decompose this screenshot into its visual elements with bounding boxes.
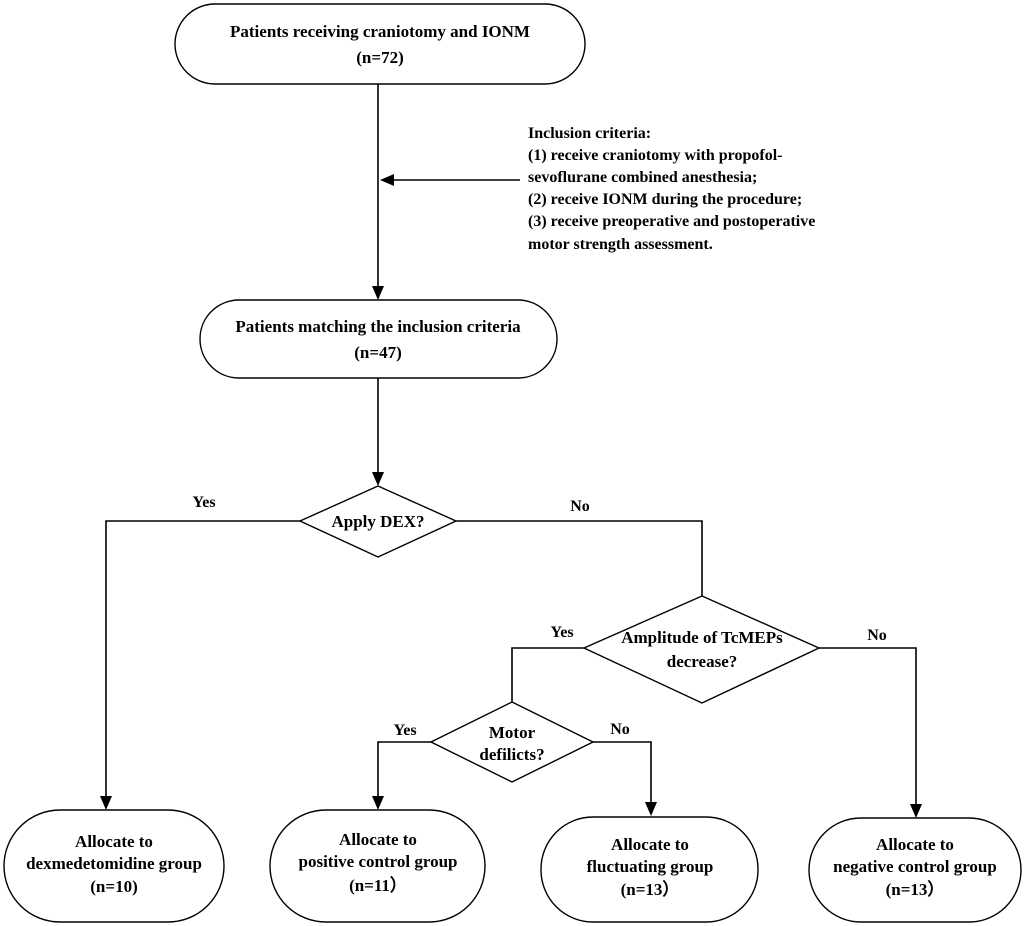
label-motor-yes: Yes (393, 722, 416, 739)
label-dex-yes: Yes (192, 494, 215, 511)
edge-dex-no (456, 520, 703, 596)
edge-tcmep-no (819, 647, 917, 806)
group-negative-line1: Allocate to (876, 835, 954, 854)
decision-motor-line2: defilicts? (479, 745, 544, 764)
inclusion-line4: (3) receive preoperative and postoperati… (528, 213, 815, 230)
arrowhead-group-fluctuating (645, 802, 657, 816)
decision-tcmep-decrease: Amplitude of TcMEPs decrease? (582, 595, 821, 704)
group-fluctuating-line3: (n=13） (621, 879, 680, 899)
arrowhead-group-positive (372, 796, 384, 810)
decision-motor-deficits: Motor defilicts? (429, 701, 595, 783)
matched-node-line2: (n=47) (354, 343, 401, 362)
group-positive-line2: positive control group (299, 852, 458, 871)
edge-dex-yes (105, 520, 300, 798)
arrowhead-dex (372, 472, 384, 486)
group-positive-line3: (n=11） (349, 875, 407, 895)
group-dex-line2: dexmedetomidine group (26, 854, 202, 873)
decision-tcmep-line1: Amplitude of TcMEPs (621, 628, 783, 647)
group-positive-line1: Allocate to (339, 830, 417, 849)
start-node-line2: (n=72) (356, 48, 403, 67)
edge-tcmep-yes (511, 647, 584, 702)
group-dex-line3: (n=10) (90, 877, 137, 896)
group-negative-line2: negative control group (833, 857, 997, 876)
group-fluctuating-line1: Allocate to (611, 835, 689, 854)
start-node: Patients receiving craniotomy and IONM (… (174, 3, 586, 85)
inclusion-line1: (1) receive craniotomy with propofol- (528, 147, 782, 164)
decision-apply-dex-label: Apply DEX? (331, 512, 424, 531)
inclusion-criteria-text: Inclusion criteria: (1) receive cranioto… (528, 125, 815, 253)
arrowhead-inclusion (380, 174, 394, 186)
decision-tcmep-line2: decrease? (667, 652, 738, 671)
inclusion-line3: (2) receive IONM during the procedure; (528, 191, 802, 208)
arrowhead-group-negative (910, 804, 922, 818)
group-fluctuating: Allocate to fluctuating group (n=13） (540, 816, 759, 923)
group-fluctuating-line2: fluctuating group (587, 857, 714, 876)
inclusion-line2: sevoflurane combined anesthesia; (528, 169, 757, 186)
group-dex-line1: Allocate to (75, 832, 153, 851)
label-motor-no: No (610, 721, 630, 738)
group-dexmedetomidine: Allocate to dexmedetomidine group (n=10) (3, 809, 225, 923)
arrowhead-matched (372, 286, 384, 300)
edge-motor-no (593, 741, 652, 804)
inclusion-title: Inclusion criteria: (528, 125, 651, 142)
decision-apply-dex: Apply DEX? (298, 485, 458, 558)
inclusion-line5: motor strength assessment. (528, 236, 713, 253)
label-tcmep-yes: Yes (550, 624, 573, 641)
matched-node-line1: Patients matching the inclusion criteria (235, 317, 521, 336)
start-node-line1: Patients receiving craniotomy and IONM (230, 22, 530, 41)
group-negative-control: Allocate to negative control group (n=13… (808, 817, 1022, 923)
decision-motor-line1: Motor (489, 723, 536, 742)
matched-node: Patients matching the inclusion criteria… (199, 299, 558, 379)
arrowhead-group-dex (100, 796, 112, 810)
label-dex-no: No (570, 498, 590, 515)
group-negative-line3: (n=13） (886, 879, 945, 899)
edge-motor-yes (377, 741, 431, 798)
group-positive-control: Allocate to positive control group (n=11… (269, 809, 486, 923)
label-tcmep-no: No (867, 627, 887, 644)
